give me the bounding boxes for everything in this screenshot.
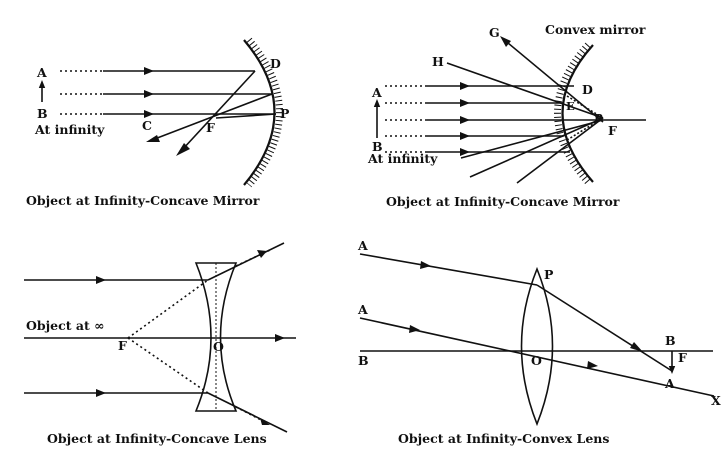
panel-convex-mirror-labels: Convex mirror G H A B At infinity D E P … (367, 22, 646, 209)
label-b: B (372, 139, 383, 154)
ray-arrow (460, 148, 470, 156)
ray-arrow (460, 82, 470, 90)
label-b: B (37, 106, 48, 121)
label-o: O (531, 353, 542, 368)
ray-arrow (260, 418, 270, 425)
virtual-ray (566, 95, 604, 119)
label-x: X (711, 393, 721, 408)
reflected-ray-2 (151, 93, 273, 141)
concave-mirror (243, 39, 276, 186)
panel-concave-lens (24, 242, 296, 433)
reflected-ray-1 (181, 70, 256, 151)
ray-arrow (460, 132, 470, 140)
caption-concave-mirror: Object at Infinity-Concave Mirror (26, 193, 260, 208)
ray-arrow (587, 361, 598, 369)
caption-convex-mirror: Object at Infinity-Concave Mirror (386, 194, 620, 209)
panel-convex-mirror (373, 36, 646, 185)
label-f: F (206, 120, 215, 135)
label-p: P (280, 106, 290, 121)
ray-through-o (359, 317, 715, 397)
reflected-ray (516, 117, 604, 184)
convex-mirror (561, 44, 594, 183)
label-at-infinity: At infinity (34, 122, 105, 137)
label-object-at-infinity: Object at ∞ (26, 318, 104, 333)
label-a: A (36, 65, 47, 80)
refracted-ray-bottom (207, 392, 288, 433)
ray-arrow (460, 99, 470, 107)
label-f: F (608, 123, 617, 138)
label-g: G (489, 25, 500, 40)
caption-concave-lens: Object at Infinity-Concave Lens (47, 431, 267, 446)
label-a-image: A (664, 376, 675, 391)
reflected-ray (460, 119, 604, 159)
label-o: O (213, 339, 224, 354)
label-f: F (118, 338, 127, 353)
ray-through-p (359, 253, 538, 286)
label-at-infinity: At infinity (367, 151, 438, 166)
ray-arrow (144, 110, 154, 118)
label-d: D (582, 82, 593, 97)
ray-arrow (146, 135, 160, 142)
virtual-ray-top-ext (235, 249, 271, 267)
label-d: D (270, 56, 281, 71)
panel-convex-lens-labels: A A B P O B F A X Object at Infinity-Con… (357, 238, 721, 446)
virtual-ray-top (127, 279, 209, 339)
ray-arrow (257, 250, 267, 258)
ray-arrow (96, 276, 106, 284)
ray-arrow (96, 389, 106, 397)
refracted-ray-p (536, 284, 673, 372)
convex-mirror-title: Convex mirror (545, 22, 646, 37)
label-b-image: B (665, 333, 676, 348)
reflected-ray-h (446, 62, 604, 119)
caption-convex-lens: Object at Infinity-Convex Lens (398, 431, 609, 446)
ray-arrow (176, 143, 190, 156)
ray-arrow (275, 334, 285, 342)
label-a-mid: A (357, 302, 368, 317)
convex-lens (520, 266, 554, 427)
ray-arrow (630, 342, 643, 352)
reflected-ray-3 (215, 113, 277, 119)
ray-arrow (144, 67, 154, 75)
label-e: E (566, 99, 575, 113)
panel-concave-lens-labels: Object at ∞ F O Object at Infinity-Conca… (26, 318, 267, 446)
label-p: P (544, 267, 554, 282)
label-a: A (371, 85, 382, 100)
ray-arrow (420, 261, 431, 269)
label-p: P (594, 111, 603, 125)
ray-arrow (409, 325, 420, 333)
panel-concave-mirror (38, 37, 283, 188)
mirror-hatching (554, 42, 591, 185)
ray-arrow (460, 116, 470, 124)
panel-concave-mirror-labels: A B At infinity C F D P Object at Infini… (26, 56, 290, 208)
virtual-ray (566, 117, 604, 141)
label-c: C (142, 118, 152, 133)
ray-arrow (144, 90, 154, 98)
ray-arrow (500, 36, 511, 47)
concave-lens (194, 262, 238, 412)
label-a-top: A (357, 238, 368, 253)
label-b-axis: B (358, 353, 369, 368)
virtual-ray-bottom-ext (235, 406, 266, 423)
panel-convex-lens (359, 253, 715, 427)
reflected-ray-g (501, 37, 604, 123)
label-f: F (678, 350, 687, 365)
reflected-ray (469, 117, 604, 178)
virtual-ray-bottom (127, 337, 209, 394)
label-h: H (432, 54, 444, 69)
